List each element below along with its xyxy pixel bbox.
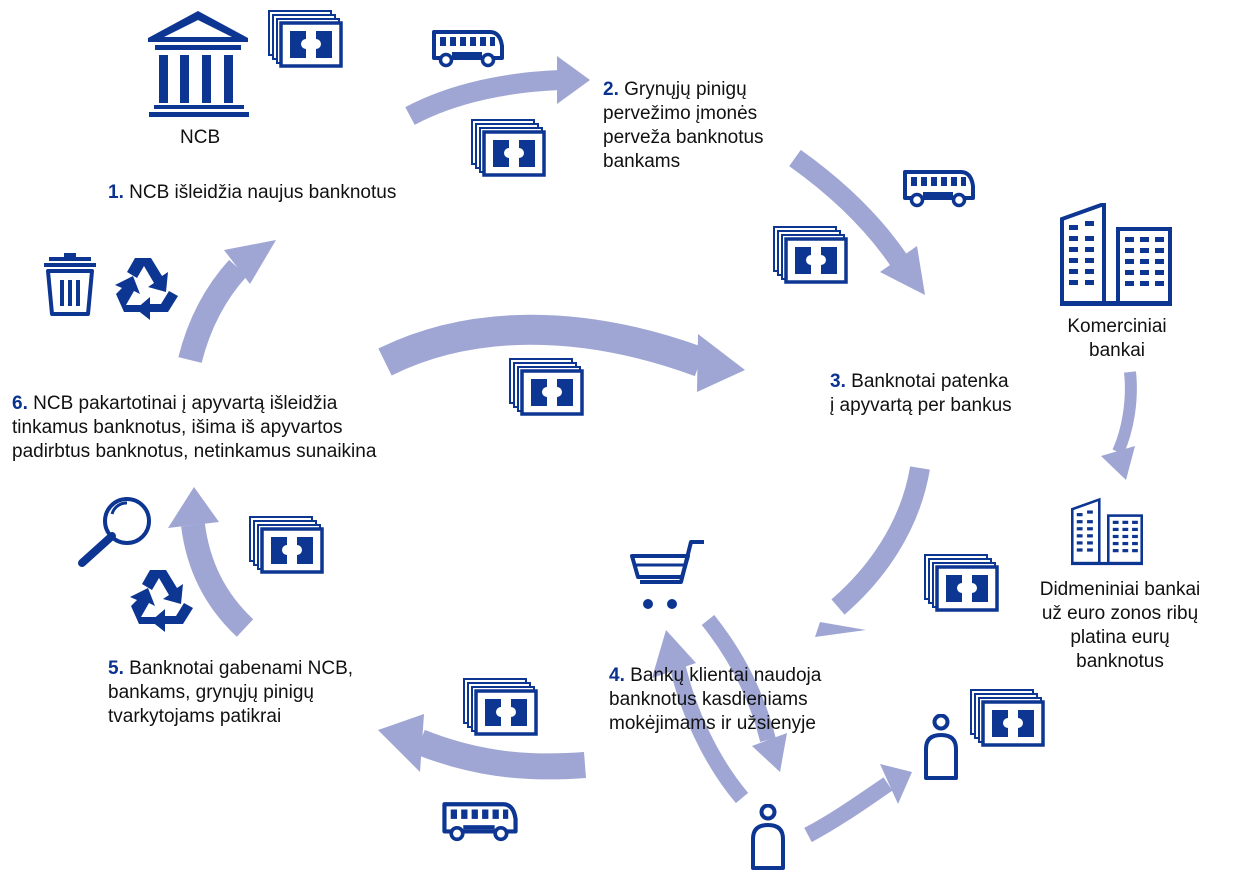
van-icon — [432, 30, 504, 68]
bank-building-icon — [148, 11, 249, 117]
step-2-label: 2. Grynųjų pinigų pervežimo įmonės perve… — [603, 79, 764, 172]
arrowhead — [168, 487, 219, 528]
banknote-stack-icon — [249, 516, 324, 574]
office-buildings-icon — [1071, 498, 1143, 567]
arrowhead — [557, 56, 590, 104]
banknote-stack-icon — [463, 678, 538, 736]
recycle-icon — [115, 258, 178, 320]
arrowhead — [378, 714, 424, 772]
step-number: 4. — [609, 665, 625, 686]
arrow-client-to-client — [804, 777, 893, 843]
step-number: 1. — [108, 182, 124, 203]
banknote-stack-icon — [268, 10, 343, 68]
arrow-transport-to-banks — [789, 149, 909, 268]
recycle-icon — [130, 570, 193, 632]
office-buildings-icon — [1060, 203, 1172, 306]
wholesale-banks-label: Didmeniniai bankai už euro zonos ribų pl… — [1039, 579, 1201, 672]
arrowhead — [224, 240, 276, 284]
arrowhead — [880, 764, 912, 804]
arrow-clients-to-check — [415, 729, 586, 780]
magnifier-icon — [78, 497, 151, 567]
step-6-label: 6. NCB pakartotinai į apyvartą išleidžia… — [12, 393, 377, 462]
shopping-cart-icon — [630, 540, 704, 609]
van-icon — [903, 170, 975, 208]
ncb-label: NCB — [180, 127, 221, 148]
arrow-client-to-shop — [670, 666, 749, 804]
arrowhead — [880, 246, 925, 295]
banknote-stack-icon — [773, 226, 848, 284]
arrow-check-to-ncb — [181, 523, 254, 637]
person-icon — [924, 714, 958, 780]
arrowhead — [815, 622, 866, 637]
arrowhead — [752, 733, 787, 772]
arrow-recirculation — [378, 314, 706, 377]
arrow-commercial-to-wholesale — [1112, 371, 1137, 455]
banknote-stack-icon — [970, 689, 1045, 747]
step-3-label: 3. Banknotai patenka į apyvartą per bank… — [830, 371, 1012, 416]
step-1-label: 1. NCB išleidžia naujus banknotus — [108, 182, 397, 203]
arrowhead — [1101, 446, 1135, 480]
arrow-ncb-to-transport — [405, 70, 561, 125]
person-icon — [751, 804, 785, 870]
arrow-shop-to-client — [701, 615, 776, 742]
van-icon — [444, 804, 515, 839]
step-4-label: 4. Bankų klientai naudoja banknotus kasd… — [609, 665, 822, 734]
step-number: 6. — [12, 393, 28, 414]
arrow-reissue-to-ncb — [178, 259, 247, 364]
arrowhead — [652, 630, 696, 678]
arrow-banks-to-clients — [831, 466, 930, 615]
banknote-stack-icon — [509, 358, 584, 416]
step-number: 5. — [108, 658, 124, 679]
step-5-label: 5. Banknotai gabenami NCB, bankams, gryn… — [108, 658, 354, 727]
banknote-stack-icon — [924, 554, 999, 612]
step-number: 3. — [830, 371, 846, 392]
step-number: 2. — [603, 79, 619, 100]
trash-bin-icon — [44, 253, 96, 316]
commercial-banks-label: Komerciniai bankai — [1067, 316, 1167, 361]
banknote-stack-icon — [471, 119, 546, 177]
arrowhead — [697, 334, 745, 392]
